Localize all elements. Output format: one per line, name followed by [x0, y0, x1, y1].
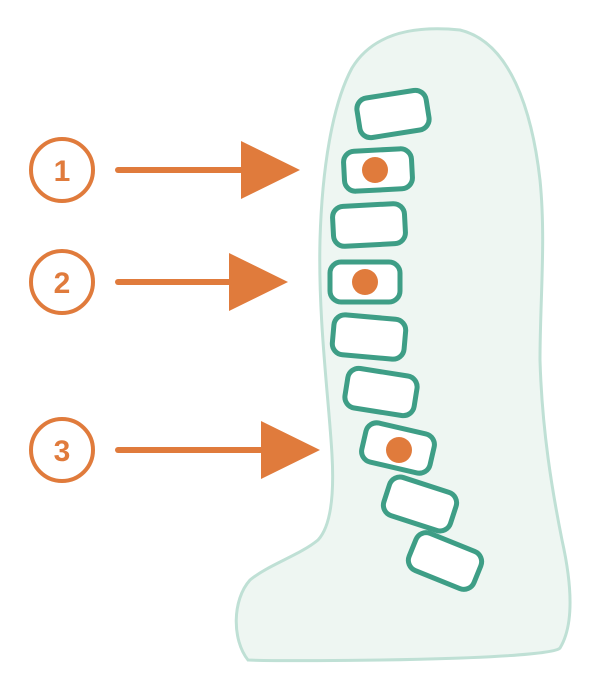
- highlight-dot-3: [386, 437, 412, 463]
- marker-3: 3: [29, 417, 320, 483]
- vertebra-1: [354, 87, 432, 141]
- arrow-head-1: [241, 141, 300, 199]
- arrow-head-3: [261, 421, 320, 479]
- marker-label-3: 3: [54, 435, 71, 468]
- arrow-head-2: [229, 253, 288, 311]
- vertebra-6: [342, 365, 420, 419]
- highlight-dots: [352, 157, 412, 463]
- marker-1: 1: [29, 137, 300, 203]
- marker-2: 2: [29, 249, 288, 315]
- vertebra-5: [329, 312, 409, 362]
- marker-circle-1: [29, 137, 95, 203]
- highlight-dot-1: [362, 157, 388, 183]
- vertebra-8: [380, 474, 460, 534]
- vertebra-9: [405, 530, 485, 592]
- marker-circle-2: [29, 249, 95, 315]
- highlight-dot-2: [352, 269, 378, 295]
- marker-circle-3: [29, 417, 95, 483]
- marker-label-2: 2: [54, 267, 71, 300]
- marker-label-1: 1: [54, 155, 71, 188]
- vertebra-3: [330, 201, 408, 249]
